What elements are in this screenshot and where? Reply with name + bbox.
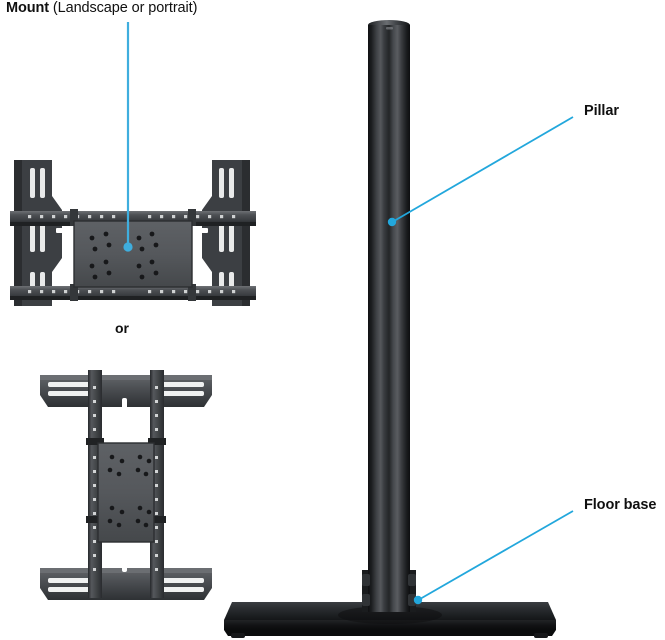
leader-line-mount: [123, 22, 133, 252]
label-floor-base: Floor base: [584, 497, 657, 513]
label-mount-regular: (Landscape or portrait): [48, 0, 198, 16]
label-pillar: Pillar: [584, 103, 619, 119]
rectangular-floor-base-plate: [224, 602, 556, 638]
label-or-separator: or: [115, 320, 129, 336]
portrait-mount-bracket: [40, 370, 212, 600]
label-mount: Mount (Landscape or portrait): [6, 0, 197, 16]
vertical-pillar-column: [362, 20, 416, 612]
label-mount-bold: Mount: [6, 0, 49, 16]
landscape-mount-bracket: [10, 160, 256, 306]
leader-line-floor-base: [413, 510, 574, 605]
leader-line-pillar: [387, 116, 574, 227]
